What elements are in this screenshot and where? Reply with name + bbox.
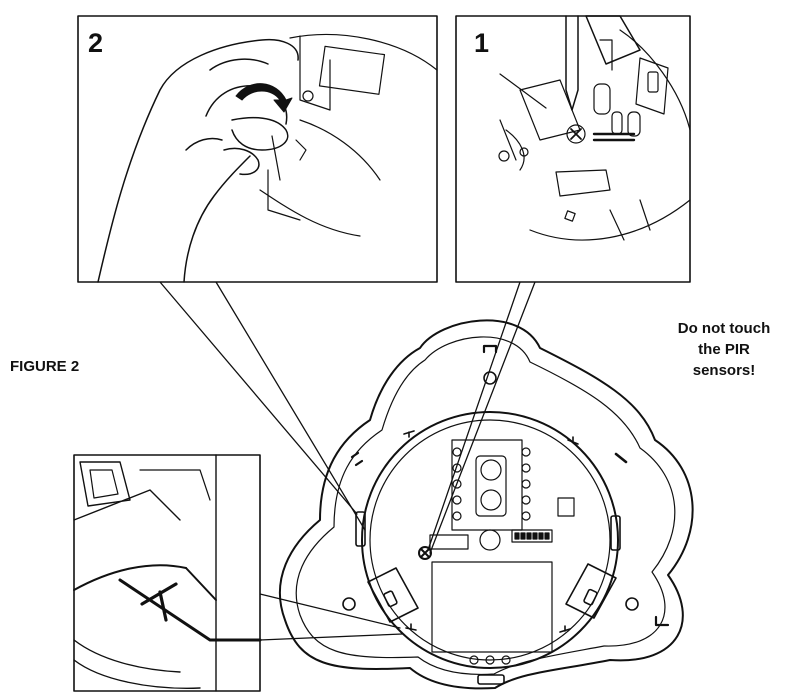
screw-hole-top	[483, 371, 497, 385]
panel-step-2	[77, 15, 438, 283]
screw-hole-left	[342, 597, 356, 611]
board-closeup	[498, 29, 691, 241]
slot-bottom-right	[654, 615, 670, 627]
pir-sensor-left	[367, 567, 419, 623]
base-plate	[278, 319, 694, 690]
clip-bottom	[477, 674, 505, 685]
terminal-block-left	[452, 447, 462, 521]
ring-tab-top-left	[403, 430, 415, 438]
panel-step-1	[455, 15, 691, 283]
ring-tab-top-right	[567, 436, 579, 445]
slot-right	[614, 452, 628, 464]
detail-panel-clip	[73, 454, 262, 692]
step-1-number: 1	[474, 28, 489, 58]
cover-screw	[418, 546, 432, 560]
dip-switch-bank	[511, 529, 553, 543]
slot-left	[350, 451, 364, 467]
screw-hole-right	[625, 597, 639, 611]
base-plate-inner-rim	[295, 336, 676, 675]
figure-label: FIGURE 2	[10, 358, 80, 375]
rotation-arrow	[235, 83, 293, 113]
terminal-block-right	[521, 447, 531, 521]
pir-warning-note: Do not touch the PIR sensors!	[654, 318, 794, 381]
hand-illustration	[97, 38, 299, 283]
inner-ring-outer	[361, 411, 619, 669]
ring-tab-bottom-left	[405, 623, 417, 631]
slot-top	[482, 344, 498, 354]
circuit-board	[429, 439, 575, 665]
warning-line-1: Do not touch	[677, 320, 771, 337]
step-2-number: 2	[88, 28, 103, 58]
warning-line-3: sensors!	[692, 362, 756, 379]
inner-ring-inner	[369, 419, 611, 661]
t-tab-marker	[140, 582, 178, 622]
cover-edge-detail	[259, 33, 438, 237]
ring-tab-bottom-right	[559, 625, 571, 633]
clip-right	[610, 515, 621, 551]
callout-lines	[159, 281, 536, 641]
pir-sensor-right	[565, 563, 617, 619]
component-square	[557, 497, 575, 517]
warning-line-2: the PIR	[698, 341, 750, 358]
tamper-switch	[479, 529, 501, 551]
base-plate-outline	[278, 319, 694, 690]
